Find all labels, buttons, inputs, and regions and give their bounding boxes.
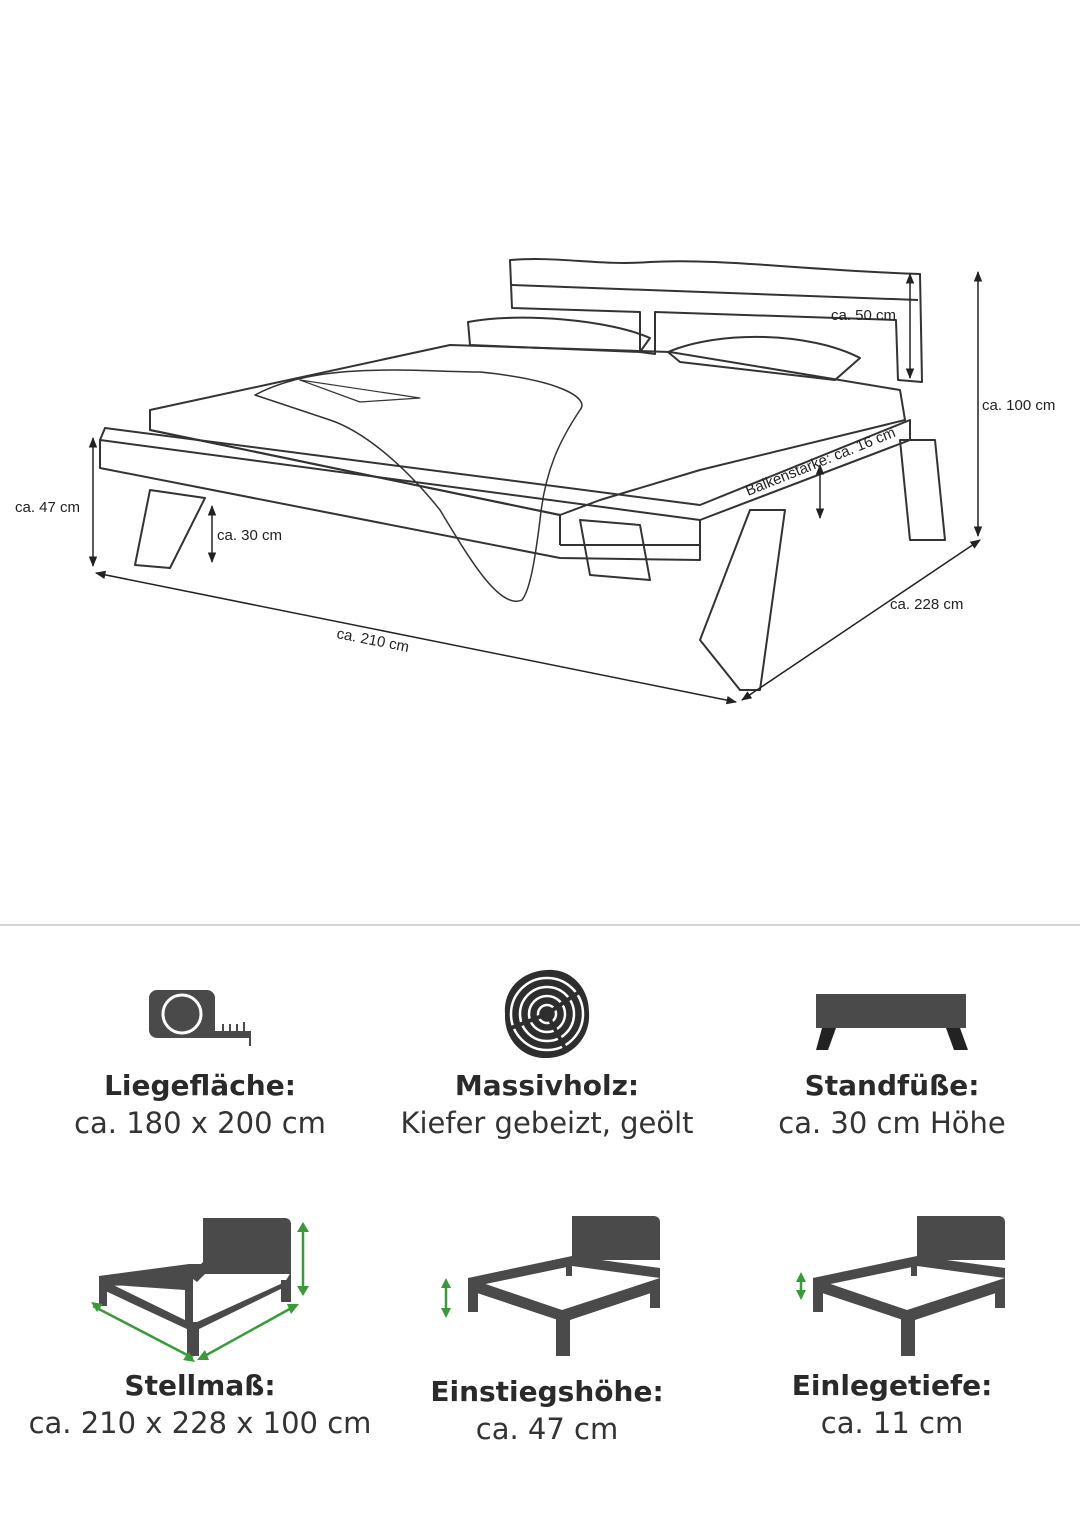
frame-front-beam bbox=[99, 440, 701, 561]
feature-solid-wood: Massivholz: Kiefer gebeizt, geölt bbox=[367, 964, 727, 1142]
width-arrow bbox=[94, 570, 738, 705]
width-label: ca. 210 cm bbox=[335, 625, 410, 656]
headboard bbox=[509, 258, 923, 383]
leg-front-left bbox=[134, 489, 206, 569]
total-height-label: ca. 100 cm bbox=[982, 397, 1055, 414]
leg-front-right bbox=[699, 509, 786, 691]
leg-back-right bbox=[899, 439, 946, 541]
wood-rings-icon bbox=[504, 969, 590, 1059]
bed-frame-insert-depth-icon bbox=[796, 1216, 1005, 1356]
bed-frame-total-dimensions-icon bbox=[91, 1218, 309, 1362]
length-label: ca. 228 cm bbox=[890, 596, 963, 613]
feature-title: Stellmaß: bbox=[124, 1369, 276, 1402]
section-divider bbox=[0, 924, 1080, 926]
headboard-height-label: ca. 50 cm bbox=[831, 307, 896, 324]
feature-total-dimensions: Stellmaß: ca. 210 x 228 x 100 cm bbox=[20, 1210, 380, 1442]
feature-entry-height: Einstiegshöhe: ca. 47 cm bbox=[367, 1210, 727, 1448]
feature-insert-depth: Einlegetiefe: ca. 11 cm bbox=[712, 1210, 1072, 1442]
bed-dimension-drawing: ca. 50 cm ca. 100 cm Balkenstärke: ca. 1… bbox=[15, 258, 1055, 705]
length-arrow bbox=[741, 539, 981, 701]
bed-sketch bbox=[99, 258, 946, 691]
tape-measure-icon bbox=[149, 990, 251, 1046]
feature-title: Liegefläche: bbox=[104, 1069, 296, 1102]
feature-title: Massivholz: bbox=[454, 1069, 640, 1102]
pillow-left bbox=[467, 316, 651, 353]
feature-value: Kiefer gebeizt, geölt bbox=[400, 1106, 694, 1140]
feature-value: ca. 210 x 228 x 100 cm bbox=[28, 1406, 372, 1440]
blanket bbox=[254, 369, 583, 603]
feature-value: ca. 180 x 200 cm bbox=[74, 1106, 326, 1140]
bed-frame-entry-height-icon bbox=[441, 1216, 660, 1356]
feature-title: Einlegetiefe: bbox=[791, 1369, 993, 1402]
feature-value: ca. 30 cm Höhe bbox=[778, 1106, 1006, 1140]
mattress bbox=[149, 344, 906, 516]
entry-height-label: ca. 47 cm bbox=[15, 499, 80, 516]
feature-sleeping-surface: Liegefläche: ca. 180 x 200 cm bbox=[20, 984, 380, 1142]
feature-value: ca. 47 cm bbox=[475, 1412, 619, 1446]
pillow-right bbox=[667, 335, 861, 381]
feature-legs: Standfüße: ca. 30 cm Höhe bbox=[712, 984, 1072, 1142]
leg-height-label: ca. 30 cm bbox=[217, 527, 282, 544]
feature-value: ca. 11 cm bbox=[820, 1406, 964, 1440]
feature-title: Einstiegshöhe: bbox=[430, 1375, 664, 1408]
feature-title: Standfüße: bbox=[804, 1069, 980, 1102]
dimension-lines bbox=[88, 270, 983, 705]
bed-legs-icon bbox=[816, 994, 968, 1050]
